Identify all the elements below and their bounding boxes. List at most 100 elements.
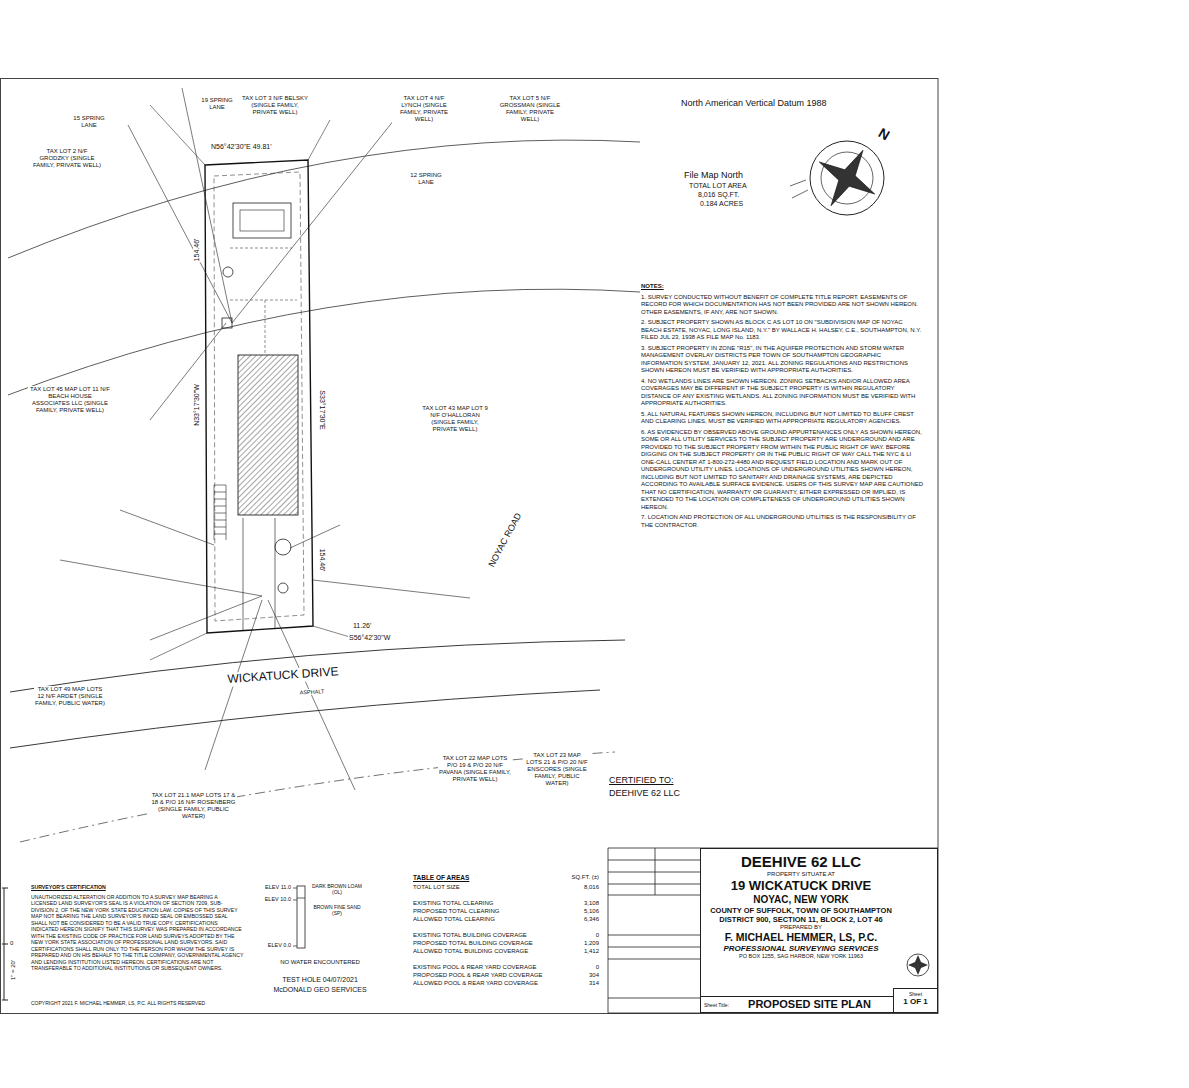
north-arrow-star (803, 134, 890, 221)
bearing-label: S56°42'30"W (348, 634, 391, 642)
area-table-value: 304 (588, 972, 600, 979)
driveway-edge (243, 518, 275, 630)
title-text: F. MICHAEL HEMMER, LS, P.C. (705, 931, 897, 944)
certification-block: SURVEYOR'S CERTIFICATION UNAUTHORIZED ALT… (30, 884, 245, 975)
area-table-cell: EXISTING TOTAL CLEARING (412, 900, 494, 907)
area-table-value: 3,108 (583, 900, 600, 907)
tax-lot-label: TAX LOT 2 N/F GRODZKY (SINGLE FAMILY, PR… (30, 148, 104, 169)
lot-area: 0.184 ACRES (699, 200, 744, 208)
test-hole-layer (293, 888, 305, 946)
distance-label: 154.46' (318, 548, 326, 573)
title-text: PREPARED BY (705, 924, 897, 931)
test-hole-note: TEST HOLE 04/07/2021 (281, 976, 359, 984)
area-table-value: 6,346 (583, 916, 600, 923)
scale-label: 1" = 20' (10, 959, 17, 981)
test-hole-column (297, 886, 305, 948)
title-text: PROPERTY SITUATE AT (705, 871, 897, 878)
area-table-header: SQ.FT. (±) (570, 874, 600, 881)
area-table-value: 1,209 (583, 940, 600, 947)
area-table-cell: EXISTING TOTAL BUILDING COVERAGE (412, 932, 528, 939)
surface-label: ASPHALT (299, 688, 326, 696)
title-text: 19 WICKATUCK DRIVE (705, 878, 897, 894)
area-table-cell: ALLOWED POOL & REAR YARD COVERAGE (412, 980, 539, 987)
sheet-title-cell: Sheet Title:PROPOSED SITE PLAN (701, 996, 893, 1012)
title-text: Sheet Title: (704, 1002, 729, 1008)
zone-arc (8, 289, 640, 395)
lot-line-extension (150, 105, 360, 660)
north-note: File Map North (683, 170, 744, 180)
area-table-value: 0 (595, 932, 600, 939)
area-table-cell: TOTAL LOT SIZE (412, 884, 461, 891)
tax-lot-label: TAX LOT 3 N/F BELSKY (SINGLE FAMILY, PRI… (238, 95, 312, 116)
right-of-way-line (20, 752, 615, 842)
notes-heading: NOTES: (640, 283, 925, 291)
title-text: DEEHIVE 62 LLC (705, 853, 897, 871)
test-hole-note: McDONALD GEO SERVICES (272, 986, 367, 994)
tax-lot-label: TAX LOT 5 N/F GROSSMAN (SINGLE FAMILY, P… (498, 95, 562, 123)
area-table-value: 8,016 (583, 884, 600, 891)
title-text-column: DEEHIVE 62 LLCPROPERTY SITUATE AT19 WICK… (701, 849, 937, 960)
bearing-label: N33°17'30"W (193, 383, 201, 427)
lot-area: 8,016 SQ.FT. (697, 191, 740, 199)
address-label: 12 SPRING LANE (405, 172, 447, 186)
title-text: Sheet (894, 991, 937, 997)
title-block: DEEHIVE 62 LLCPROPERTY SITUATE AT19 WICK… (700, 848, 938, 1013)
title-text: PO BOX 1255, SAG HARBOR, NEW YORK 11963 (705, 953, 897, 960)
septic-ring (275, 539, 291, 555)
distance-label: 154.46' (193, 238, 201, 263)
surveyor-logo-star (908, 955, 928, 975)
note-text: 5. ALL NATURAL FEATURES SHOWN HEREON, IN… (640, 411, 925, 426)
area-table-value: 5,106 (583, 908, 600, 915)
note-text: 3. SUBJECT PROPERTY IN ZONE "R15", IN TH… (640, 345, 925, 375)
area-table-cell: ALLOWED TOTAL CLEARING (412, 916, 496, 923)
note-text: 4. NO WETLANDS LINES ARE SHOWN HEREON. Z… (640, 378, 925, 408)
property-line (205, 160, 313, 633)
address-label: 19 SPRING LANE (196, 97, 238, 111)
septic-ring (278, 583, 288, 593)
surveyor-logo (907, 954, 929, 976)
elevation-label: ELEV 11.0 (264, 884, 292, 890)
area-table-value: 314 (588, 980, 600, 987)
zone-arc (8, 140, 640, 258)
address-label: 15 SPRING LANE (68, 115, 110, 129)
tax-lot-label: TAX LOT 23 MAP LOTS 21 & P/O 20 N/F ENSC… (525, 752, 589, 786)
title-text: 1 OF 1 (894, 997, 937, 1007)
clearing-limit (214, 172, 304, 621)
area-table-cell: PROPOSED TOTAL CLEARING (412, 908, 500, 915)
area-table-title: TABLE OF AREAS (412, 874, 470, 881)
tax-lot-label: TAX LOT 43 MAP LOT 9 N/F O'HALLORAN (SIN… (418, 405, 492, 433)
street-name: NOYAC ROAD (486, 510, 524, 569)
note-text: 7. LOCATION AND PROTECTION OF ALL UNDERG… (640, 514, 925, 529)
certification-heading: SURVEYOR'S CERTIFICATION (30, 884, 245, 891)
certification-text: UNAUTHORIZED ALTERATION OR ADDITION TO A… (30, 894, 245, 972)
sheet-number-cell: Sheet1 OF 1 (893, 988, 937, 1012)
revision-table (608, 848, 938, 1013)
elevation-label: ELEV 0.0 (267, 942, 292, 948)
road-edge (10, 640, 625, 692)
note-text: 1. SURVEY CONDUCTED WITHOUT BENEFIT OF C… (640, 294, 925, 317)
pool-water (240, 210, 284, 231)
title-text: COUNTY OF SUFFOLK, TOWN OF SOUTHAMPTON (705, 906, 897, 915)
area-table-cell: PROPOSED POOL & REAR YARD COVERAGE (412, 972, 544, 979)
soil-label: DARK BROWN LOAM (OL) (310, 884, 364, 896)
title-text: DISTRICT 900, SECTION 11, BLOCK 2, LOT 4… (705, 915, 897, 924)
area-table-cell: PROPOSED TOTAL BUILDING COVERAGE (412, 940, 534, 947)
distance-label: 11.26' (352, 622, 372, 630)
test-hole-note: NO WATER ENCOUNTERED (279, 959, 361, 966)
sheet-border (1, 79, 939, 1014)
soil-label: BROWN FINE SAND (SP) (310, 905, 364, 917)
deck-line (230, 248, 297, 355)
compass-tick (790, 180, 808, 198)
bearing-label: S33°17'30"E (318, 389, 326, 430)
title-text: NOYAC, NEW YORK (705, 894, 897, 906)
tax-lot-label: TAX LOT 49 MAP LOTS 12 N/F ARDET (SINGLE… (34, 686, 106, 707)
tax-lot-label: TAX LOT 4 N/F LYNCH (SINGLE FAMILY, PRIV… (392, 95, 456, 123)
tie-line (60, 88, 470, 790)
copyright: COPYRIGHT 2021 F. MICHAEL HEMMER, LS, P.… (30, 1001, 206, 1007)
certified-to: CERTIFIED TO: (608, 775, 675, 785)
title-text: PROPOSED SITE PLAN (729, 998, 890, 1011)
tax-lot-label: TAX LOT 22 MAP LOTS P/O 19 & P/O 20 N/F … (438, 755, 512, 783)
note-text: 6. AS EVIDENCED BY OBSERVED ABOVE GROUND… (640, 429, 925, 512)
scale-label: 0 (9, 940, 14, 947)
tax-lot-label: TAX LOT 21.1 MAP LOTS 17 & 18 & P/O 16 N… (150, 792, 237, 820)
